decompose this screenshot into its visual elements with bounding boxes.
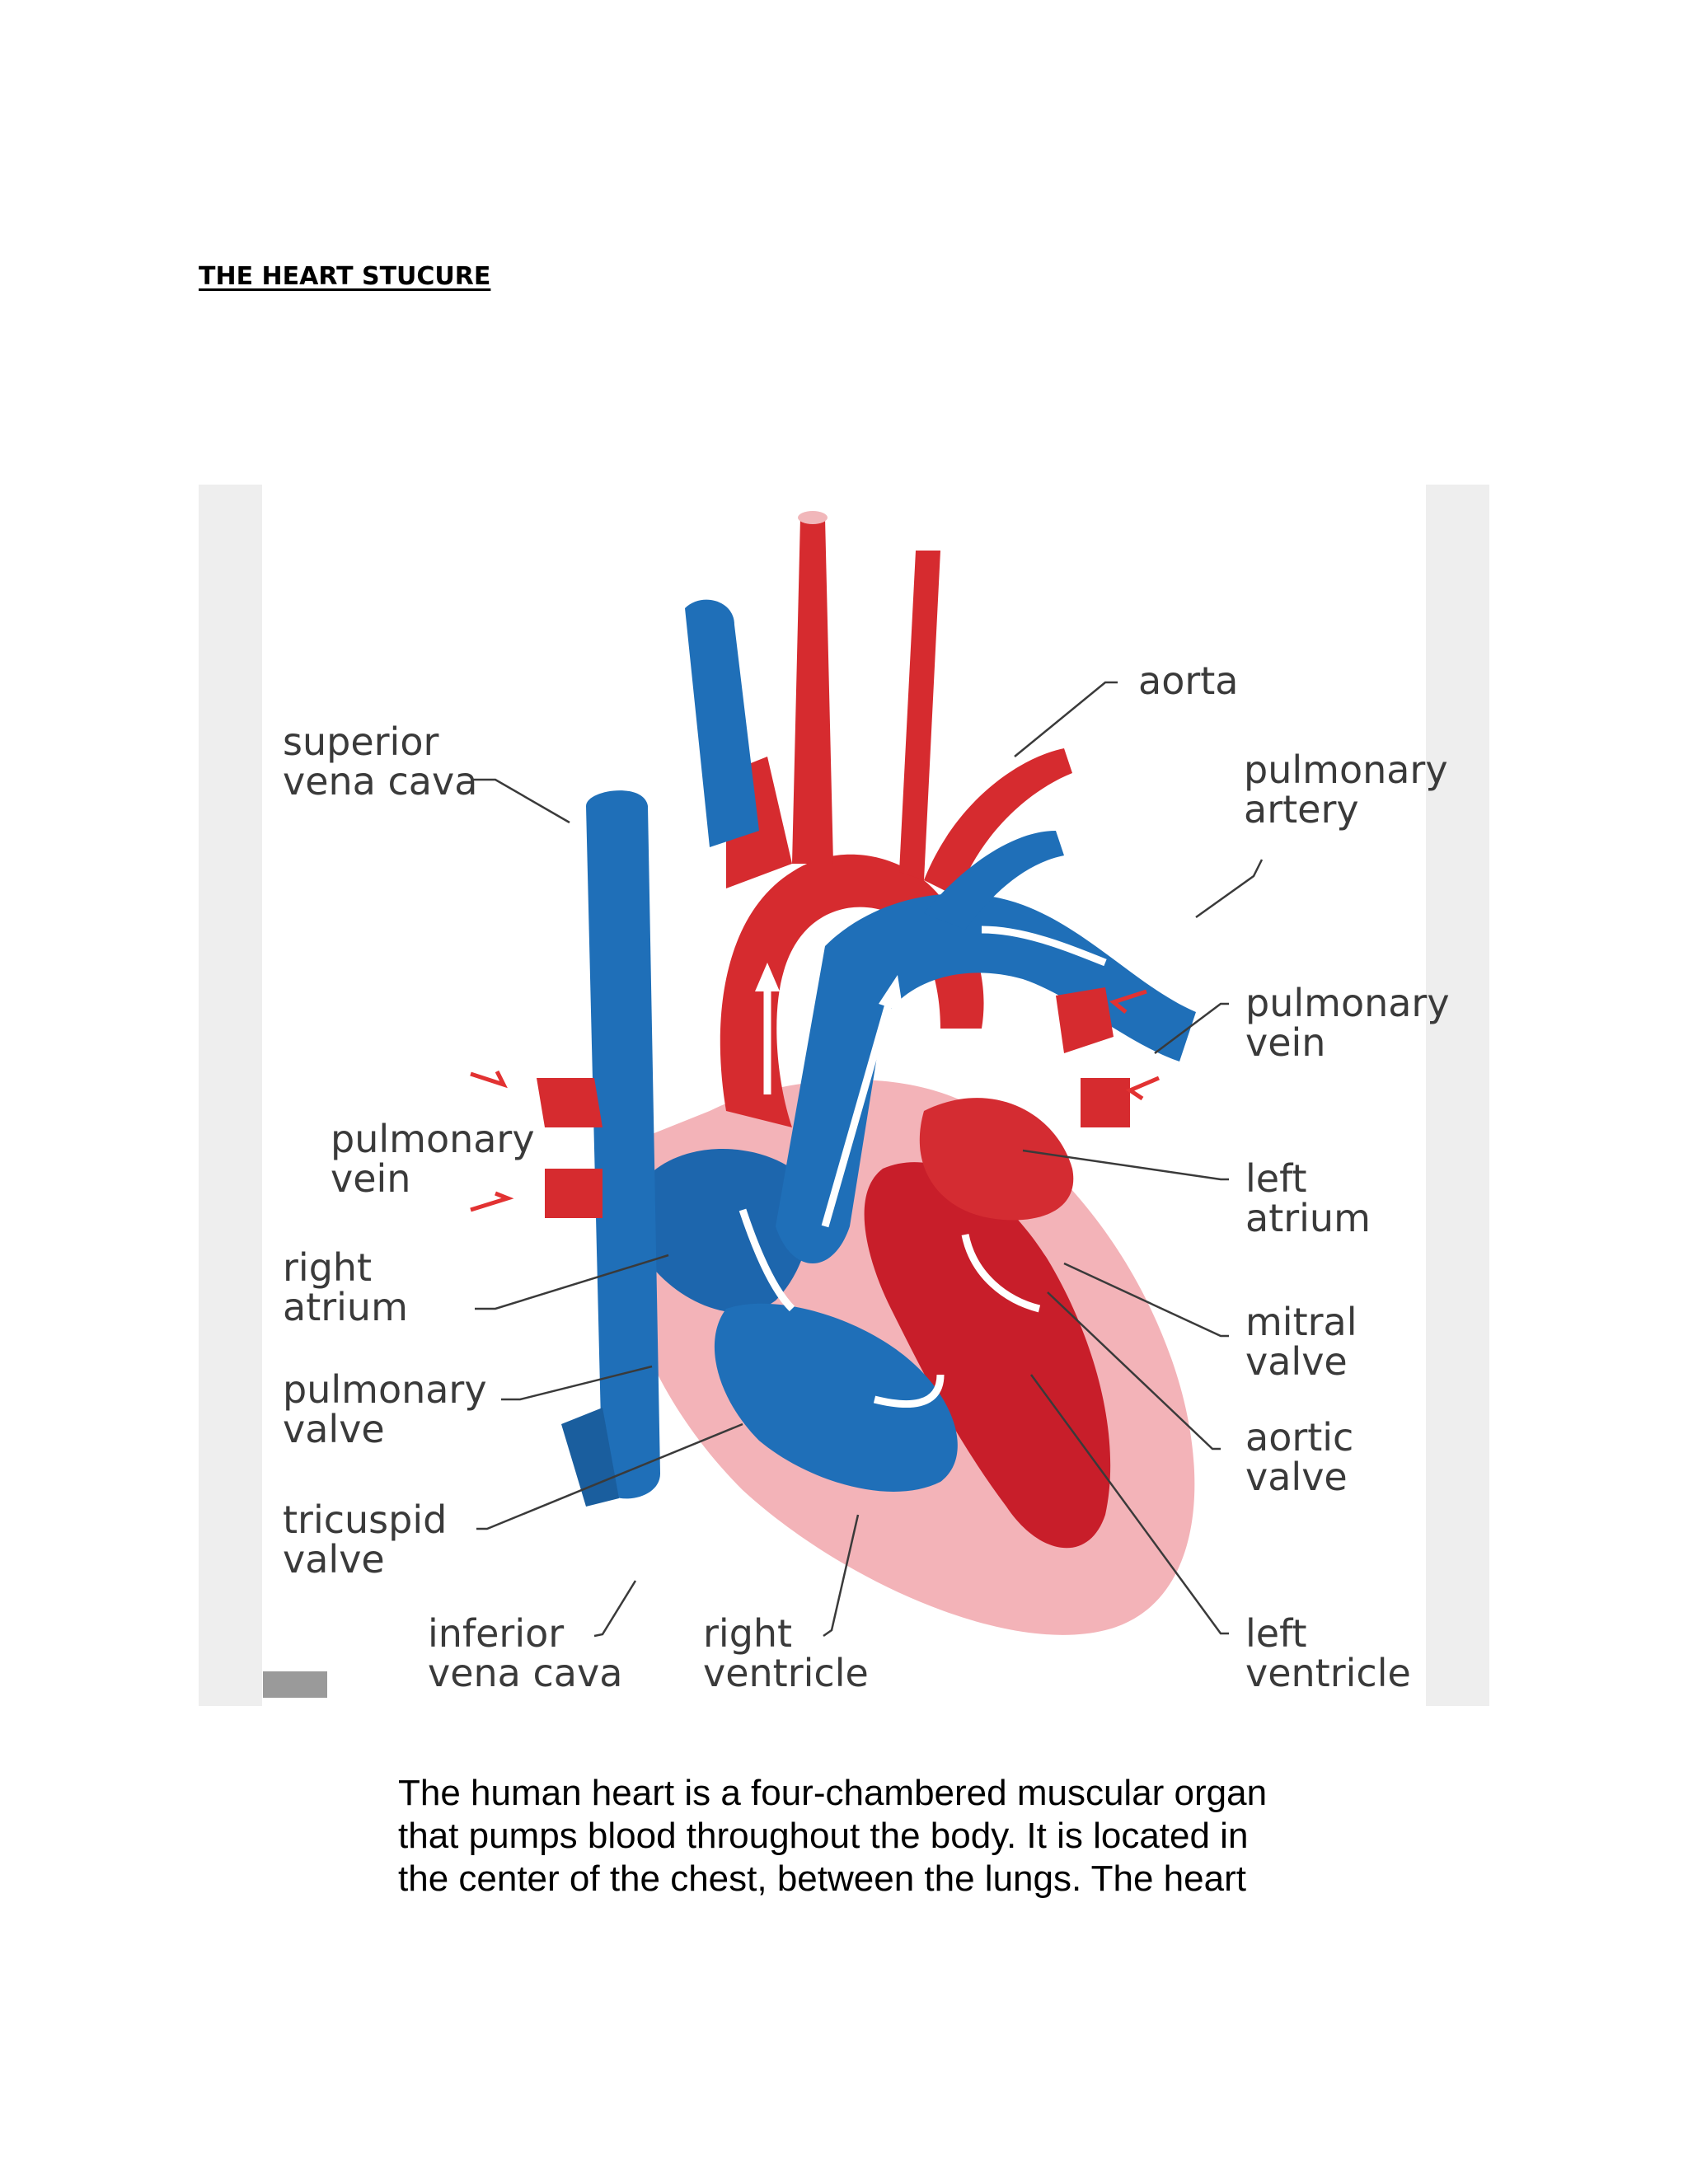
inferior-vena-cava-shape: [561, 1408, 619, 1507]
pulmonary-artery-branch: [924, 831, 1064, 930]
aorta-branch-4: [924, 748, 1072, 897]
pulmonary-vein-right-1: [1056, 987, 1114, 1053]
leader-pulmonary-valve: [501, 1365, 653, 1401]
heart-diagram-svg: superior vena cava aorta pulmonary arter…: [262, 485, 1461, 1706]
leader-tricuspid-valve: [476, 1422, 743, 1530]
leader-aorta: [1014, 681, 1118, 757]
pulmonary-vein-right-2: [1081, 1078, 1130, 1127]
leader-right-ventricle: [823, 1514, 860, 1638]
body-line: that pumps blood throughout the body. It…: [398, 1816, 1249, 1856]
body-paragraph: The human heart is a four-chambered musc…: [398, 1772, 1387, 1900]
label-left-atrium: left atrium: [1245, 1156, 1371, 1240]
leader-inferior-vena-cava: [593, 1580, 637, 1638]
flow-arrowhead-icon: [755, 963, 780, 991]
leader-mitral-valve: [1063, 1262, 1229, 1338]
flow-arrow-icon: [981, 926, 1107, 967]
flow-arrowhead-icon: [879, 975, 903, 1012]
leader-aortic-valve: [1047, 1291, 1221, 1451]
label-pulmonary-valve: pulmonary valve: [283, 1367, 499, 1451]
aorta-branch-2: [792, 518, 833, 864]
leader-superior-vena-cava: [471, 778, 570, 824]
label-right-atrium: right atrium: [283, 1245, 408, 1329]
label-aortic-valve: aortic valve: [1245, 1415, 1366, 1499]
label-inferior-vena-cava: inferior vena cava: [428, 1611, 622, 1695]
right-ventricle-shape: [714, 1303, 958, 1492]
pulmonary-vein-left-2: [545, 1169, 603, 1218]
watermark-badge: [263, 1671, 327, 1698]
leader-pulmonary-vein-right: [1154, 1002, 1229, 1054]
label-aorta: aorta: [1138, 658, 1238, 703]
leader-pulmonary-artery: [1195, 859, 1264, 919]
label-pulmonary-artery: pulmonary artery: [1244, 748, 1460, 832]
flow-arrow-icon: [873, 1374, 945, 1408]
left-atrium-shape: [919, 1098, 1074, 1221]
aorta-opening: [798, 511, 828, 524]
label-pulmonary-vein-right: pulmonary vein: [1245, 981, 1461, 1065]
left-ventricle-shape: [864, 1162, 1111, 1549]
label-mitral-valve: mitral valve: [1245, 1300, 1369, 1384]
arrow-icon: [470, 1191, 514, 1212]
leader-left-ventricle: [1029, 1374, 1229, 1635]
flow-arrow-icon: [821, 994, 895, 1228]
label-superior-vena-cava: superior vena cava: [283, 719, 477, 804]
label-tricuspid-valve: tricuspid valve: [283, 1497, 459, 1582]
superior-vena-cava-top: [685, 599, 759, 847]
pulmonary-artery-shape: [776, 893, 1196, 1263]
body-line: The human heart is a four-chambered musc…: [398, 1773, 1268, 1813]
label-right-ventricle: right ventricle: [703, 1611, 869, 1695]
vena-cava-shape: [586, 790, 660, 1499]
page-title: THE HEART STUCURE: [199, 262, 491, 291]
flow-arrow-icon: [961, 1234, 1041, 1313]
arrow-icon: [1109, 989, 1147, 1014]
body-line: the center of the chest, between the lun…: [398, 1858, 1246, 1899]
arrow-icon: [1125, 1076, 1160, 1101]
aorta-branch-3: [899, 551, 940, 880]
pulmonary-vein-left-1: [537, 1078, 603, 1127]
heart-diagram: superior vena cava aorta pulmonary arter…: [199, 485, 1489, 1706]
label-pulmonary-vein-left: pulmonary vein: [331, 1117, 546, 1201]
arrow-icon: [470, 1070, 508, 1089]
leader-left-atrium: [1022, 1149, 1229, 1181]
flow-arrow-icon: [738, 1208, 795, 1312]
label-left-ventricle: left ventricle: [1245, 1611, 1411, 1695]
leader-right-atrium: [475, 1254, 669, 1310]
